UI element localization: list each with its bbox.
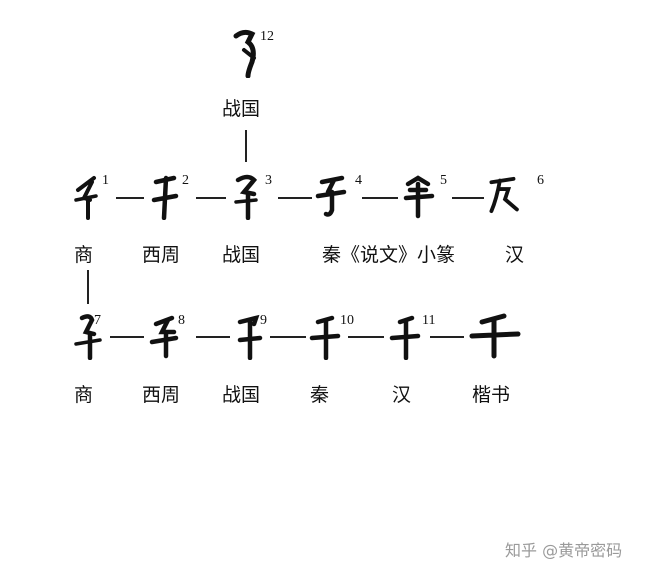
connector-8-9 [196,336,230,338]
glyph-1-number: 1 [102,173,109,188]
glyph-kaishu-period: 楷书 [472,384,511,406]
connector-10-11 [348,336,384,338]
glyph-3 [230,170,264,220]
connector-1-2 [116,197,144,199]
glyph-6-period: 汉 [505,244,525,266]
glyph-1-period: 商 [74,244,94,266]
connector-4-5 [362,197,398,199]
connector-1-7 [87,270,89,304]
glyph-5 [402,170,436,220]
glyph-9-period: 战国 [222,384,261,406]
connector-3-4 [278,197,312,199]
glyph-10-number: 10 [340,313,354,328]
watermark-text: 知乎 @黄帝密码 [505,541,623,560]
glyph-8-period: 西周 [142,384,181,406]
connector-7-8 [110,336,144,338]
connector-11-kaishu [430,336,464,338]
glyph-4 [314,170,348,220]
connector-12-3 [245,130,247,162]
glyph-11-period: 汉 [392,384,412,406]
glyph-3-period: 战国 [222,244,261,266]
glyph-kaishu [468,310,522,360]
glyph-6 [488,170,522,220]
connector-5-6 [452,197,484,199]
connector-9-10 [270,336,306,338]
glyph-2-period: 西周 [142,244,181,266]
glyph-9 [232,310,266,360]
glyph-2-number: 2 [182,173,189,188]
glyph-10 [308,310,342,360]
glyph-8 [148,310,182,360]
glyph-7-number: 7 [94,313,101,328]
glyph-7-period: 商 [74,384,94,406]
glyph-12-period: 战国 [222,98,261,120]
glyph-1 [72,170,106,220]
glyph-3-number: 3 [265,173,272,188]
glyph-2 [148,170,182,220]
connector-2-3 [196,197,226,199]
glyph-9-number: 9 [260,313,267,328]
glyph-8-number: 8 [178,313,185,328]
glyph-4-number: 4 [355,173,362,188]
glyph-7 [72,310,106,360]
glyph-11-number: 11 [422,313,436,328]
glyph-5-number: 5 [440,173,447,188]
glyph-12 [228,28,262,78]
glyph-6-number: 6 [537,173,544,188]
glyph-4-period: 秦《说文》小篆 [322,244,456,266]
glyph-12-number: 12 [260,29,274,44]
glyph-10-period: 秦 [310,384,330,406]
glyph-11 [388,310,422,360]
